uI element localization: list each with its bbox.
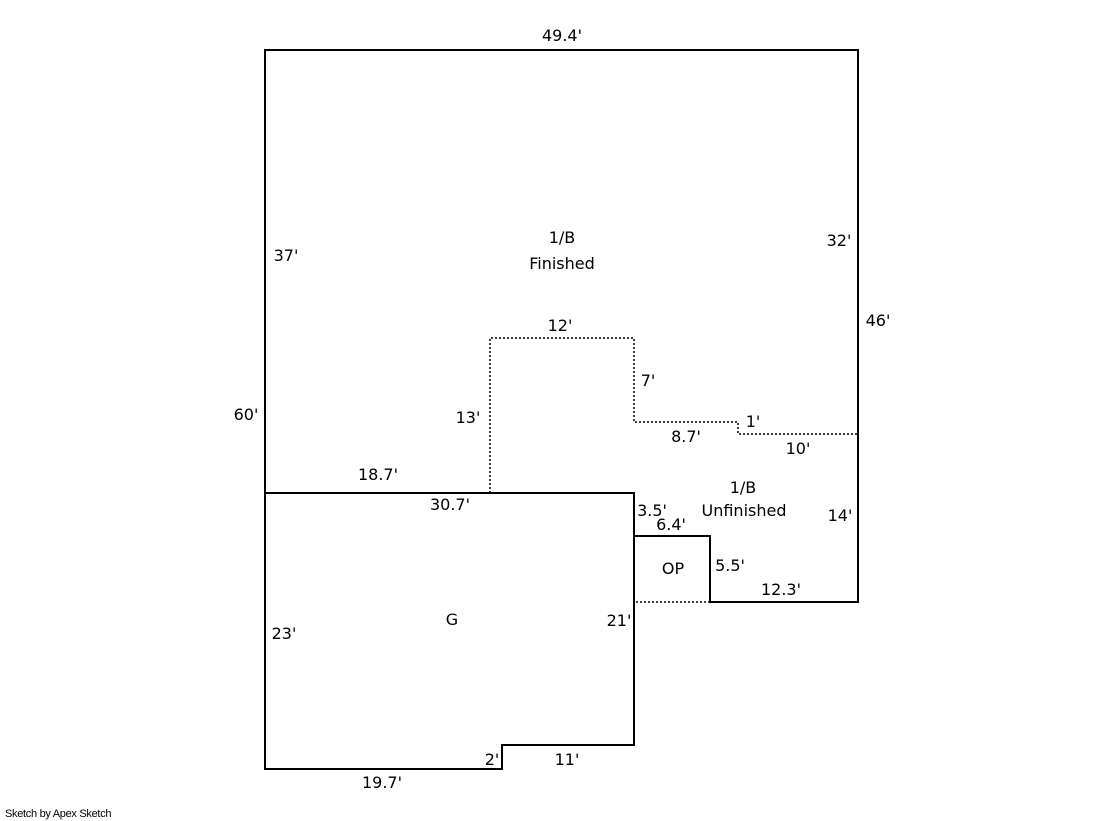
dim-garage-step: 2' bbox=[485, 750, 500, 769]
dim-garage-right: 21' bbox=[607, 611, 632, 630]
garage-wall bbox=[265, 492, 635, 536]
area-label-finished-code: 1/B bbox=[549, 228, 576, 247]
dim-garage-bottom-right: 11' bbox=[555, 750, 580, 769]
dim-notch-top: 12' bbox=[548, 316, 573, 335]
area-label-porch: OP bbox=[662, 559, 685, 578]
finished-unfinished-divider bbox=[489, 337, 858, 493]
area-label-garage: G bbox=[446, 610, 458, 629]
dim-right-overall: 46' bbox=[866, 311, 891, 330]
dim-garage-bottom: 19.7' bbox=[362, 773, 402, 792]
dim-porch-jog: 3.5' bbox=[637, 501, 667, 520]
area-label-unfinished: Unfinished bbox=[702, 501, 787, 520]
dim-top: 49.4' bbox=[542, 26, 582, 45]
outer-boundary bbox=[264, 49, 859, 770]
dim-notch-bottom: 8.7' bbox=[671, 427, 701, 446]
dim-notch-right: 7' bbox=[641, 371, 656, 390]
dim-notch-left: 13' bbox=[456, 408, 481, 427]
area-label-unfinished-code: 1/B bbox=[730, 478, 757, 497]
dim-porch-top: 6.4' bbox=[656, 515, 686, 534]
dim-bottom-right: 12.3' bbox=[761, 580, 801, 599]
dim-porch-right: 5.5' bbox=[715, 556, 745, 575]
dim-left-overall: 60' bbox=[234, 405, 259, 424]
dim-step: 1' bbox=[746, 412, 761, 431]
dim-garage-top-left: 18.7' bbox=[358, 465, 398, 484]
dim-right-lower: 14' bbox=[828, 506, 853, 525]
dim-right-upper: 32' bbox=[827, 231, 852, 250]
dim-divider-right: 10' bbox=[786, 439, 811, 458]
dim-left-upper: 37' bbox=[274, 246, 299, 265]
dim-garage-top: 30.7' bbox=[430, 495, 470, 514]
area-label-finished: Finished bbox=[529, 254, 595, 273]
dim-garage-left: 23' bbox=[272, 624, 297, 643]
sketch-credit: Sketch by Apex Sketch bbox=[5, 808, 112, 820]
